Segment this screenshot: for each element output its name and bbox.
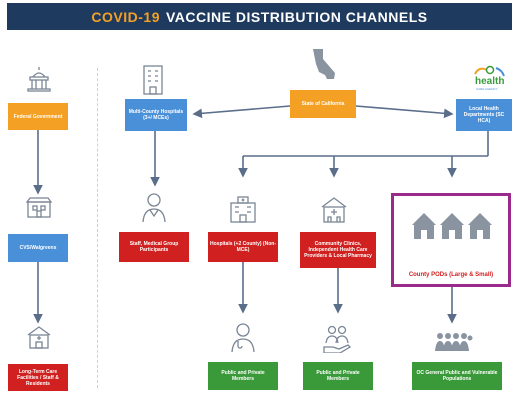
title-covid: COVID-19 — [91, 8, 160, 25]
federal-government-box: Federal Government — [8, 103, 68, 130]
logo-brand-text: health — [475, 76, 505, 87]
care-facility-icon — [24, 324, 54, 350]
pharmacy-icon — [24, 195, 54, 219]
staff-person-icon — [138, 190, 170, 224]
hospital-icon — [226, 195, 260, 223]
california-map-icon — [306, 46, 340, 82]
public-private-box-2: Public and Private Members — [303, 362, 373, 390]
general-public-box: OC General Public and Vulnerable Populat… — [412, 362, 502, 390]
hospital-building-icon — [136, 62, 170, 96]
people-hand-icon — [320, 322, 354, 354]
cvs-walgreens-box: CVS/Walgreens — [8, 234, 68, 262]
long-term-care-box: Long-Term Care Facilities / Staff & Resi… — [8, 364, 68, 391]
hospitals-box: Hospitals (+2 County) (Non-MCE) — [208, 232, 278, 262]
pod-tents-icon — [410, 208, 494, 244]
title-bar: COVID-19 VACCINE DISTRIBUTION CHANNELS — [7, 3, 512, 30]
column-divider — [97, 68, 98, 388]
county-pods-panel: County PODs (Large & Small) — [391, 193, 511, 287]
capitol-icon — [24, 64, 54, 94]
public-private-box-1: Public and Private Members — [208, 362, 278, 390]
clinic-icon — [318, 195, 350, 223]
local-health-departments-box: Local Health Departments (SC HCA) — [456, 99, 512, 131]
doctor-icon — [226, 320, 260, 354]
crowd-icon — [434, 328, 474, 354]
county-pods-label: County PODs (Large & Small) — [408, 272, 494, 278]
title-channels: VACCINE DISTRIBUTION CHANNELS — [166, 8, 428, 25]
multi-county-hospitals-box: Multi-County Hospitals (3+/ MCEs) — [125, 99, 187, 131]
state-of-california-box: State of California — [290, 90, 356, 118]
logo-sub-text: CARE AGENCY — [476, 87, 498, 91]
staff-medical-box: Staff, Medical Group Participants — [119, 232, 189, 262]
community-clinics-box: Community Clinics, Independent Health Ca… — [300, 232, 376, 268]
health-agency-logo: health CARE AGENCY — [470, 64, 510, 94]
